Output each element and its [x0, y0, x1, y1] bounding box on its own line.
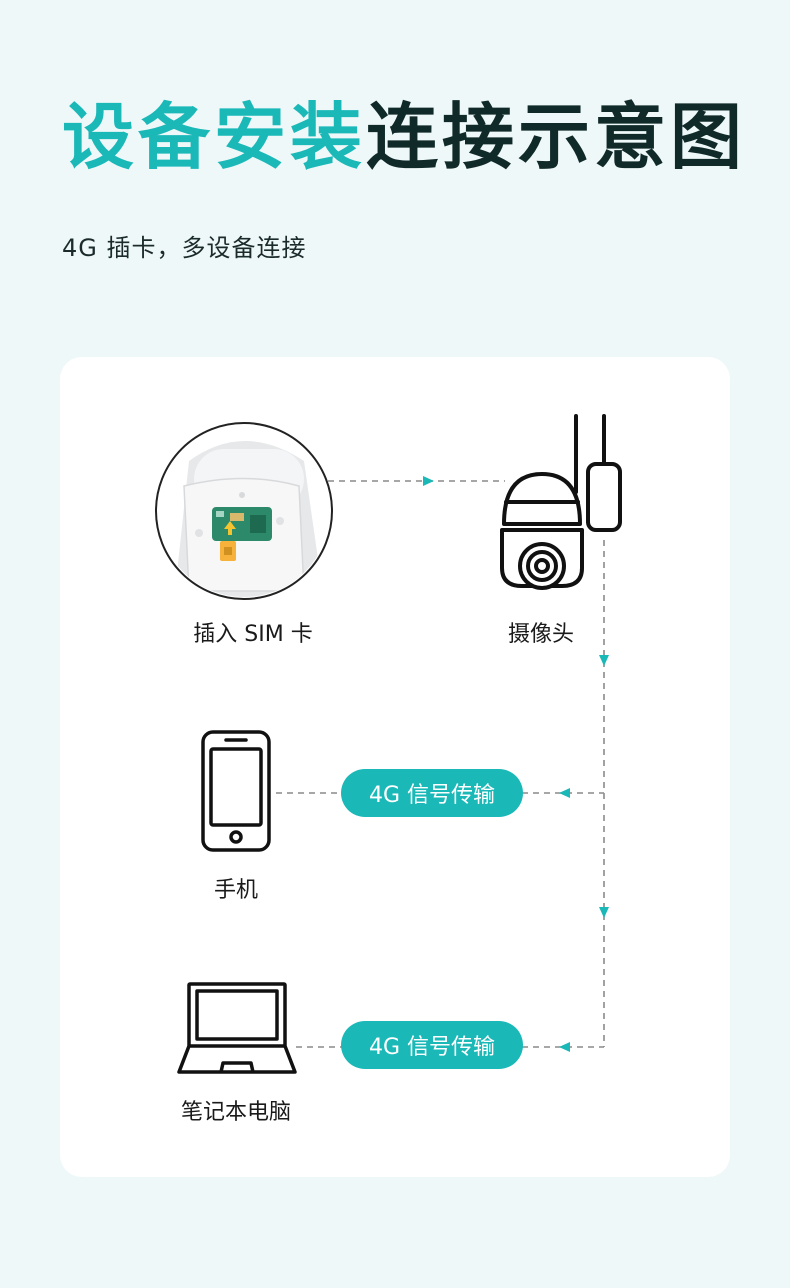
sim-label: 插入 SIM 卡	[193, 622, 313, 647]
phone-label: 手机	[213, 878, 259, 903]
arrow-down-icon	[599, 655, 609, 666]
laptop-signal-pill: 4G 信号传输	[341, 1021, 523, 1069]
laptop-icon	[177, 982, 297, 1074]
phone-icon	[201, 730, 271, 852]
phone-signal-pill: 4G 信号传输	[341, 769, 523, 817]
page-subtitle: 4G 插卡，多设备连接	[62, 234, 307, 262]
arrow-right-icon	[423, 476, 434, 486]
laptop-label: 笔记本电脑	[180, 1100, 292, 1125]
arrow-down-icon	[599, 907, 609, 918]
arrow-left-icon	[559, 1042, 570, 1052]
page-title: 设备安装连接示意图	[62, 92, 746, 182]
title-main: 连接示意图	[366, 95, 747, 179]
camera-label: 摄像头	[507, 622, 575, 647]
title-accent: 设备安装	[62, 95, 367, 179]
camera-icon	[500, 414, 622, 590]
arrow-left-icon	[559, 788, 570, 798]
sim-insert-illustration	[155, 422, 333, 600]
